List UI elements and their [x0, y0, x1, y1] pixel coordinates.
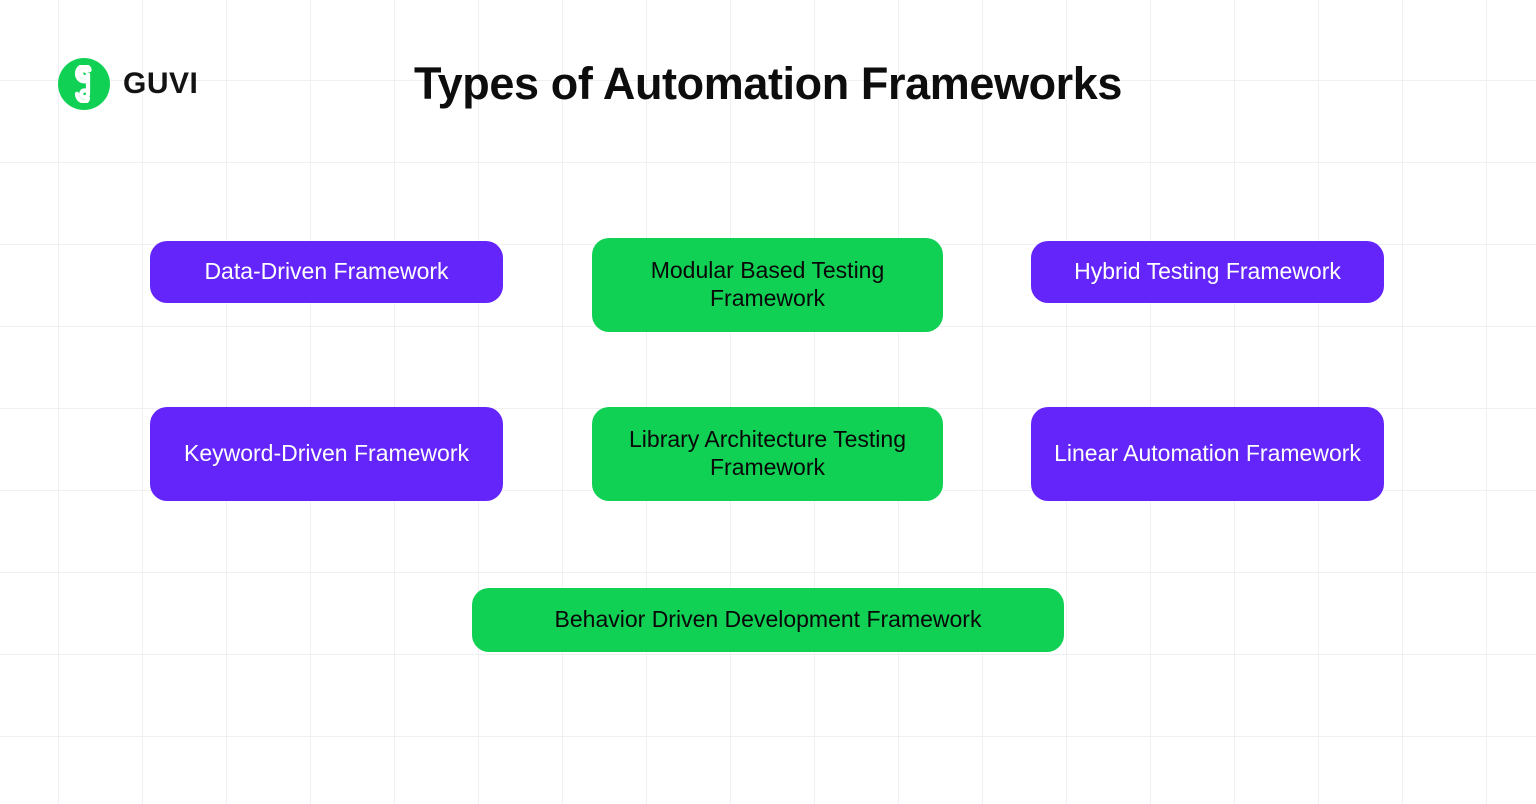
card-label: Hybrid Testing Framework [1074, 258, 1341, 285]
card-label: Data-Driven Framework [204, 258, 449, 285]
card-library-architecture-testing-framework[interactable]: Library Architecture Testing Framework [592, 407, 943, 501]
card-label: Behavior Driven Development Framework [554, 606, 982, 633]
page-title: Types of Automation Frameworks [413, 58, 1123, 109]
card-linear-automation-framework[interactable]: Linear Automation Framework [1031, 407, 1384, 501]
card-behavior-driven-development-framework[interactable]: Behavior Driven Development Framework [472, 588, 1064, 652]
card-modular-based-testing-framework[interactable]: Modular Based Testing Framework [592, 238, 943, 332]
card-keyword-driven-framework[interactable]: Keyword-Driven Framework [150, 407, 503, 501]
card-label: Modular Based Testing Framework [650, 257, 885, 311]
card-label: Linear Automation Framework [1054, 440, 1361, 467]
card-label: Keyword-Driven Framework [183, 440, 469, 467]
card-label: Library Architecture Testing Framework [629, 426, 906, 480]
card-data-driven-framework[interactable]: Data-Driven Framework [150, 241, 503, 303]
card-hybrid-testing-framework[interactable]: Hybrid Testing Framework [1031, 241, 1384, 303]
